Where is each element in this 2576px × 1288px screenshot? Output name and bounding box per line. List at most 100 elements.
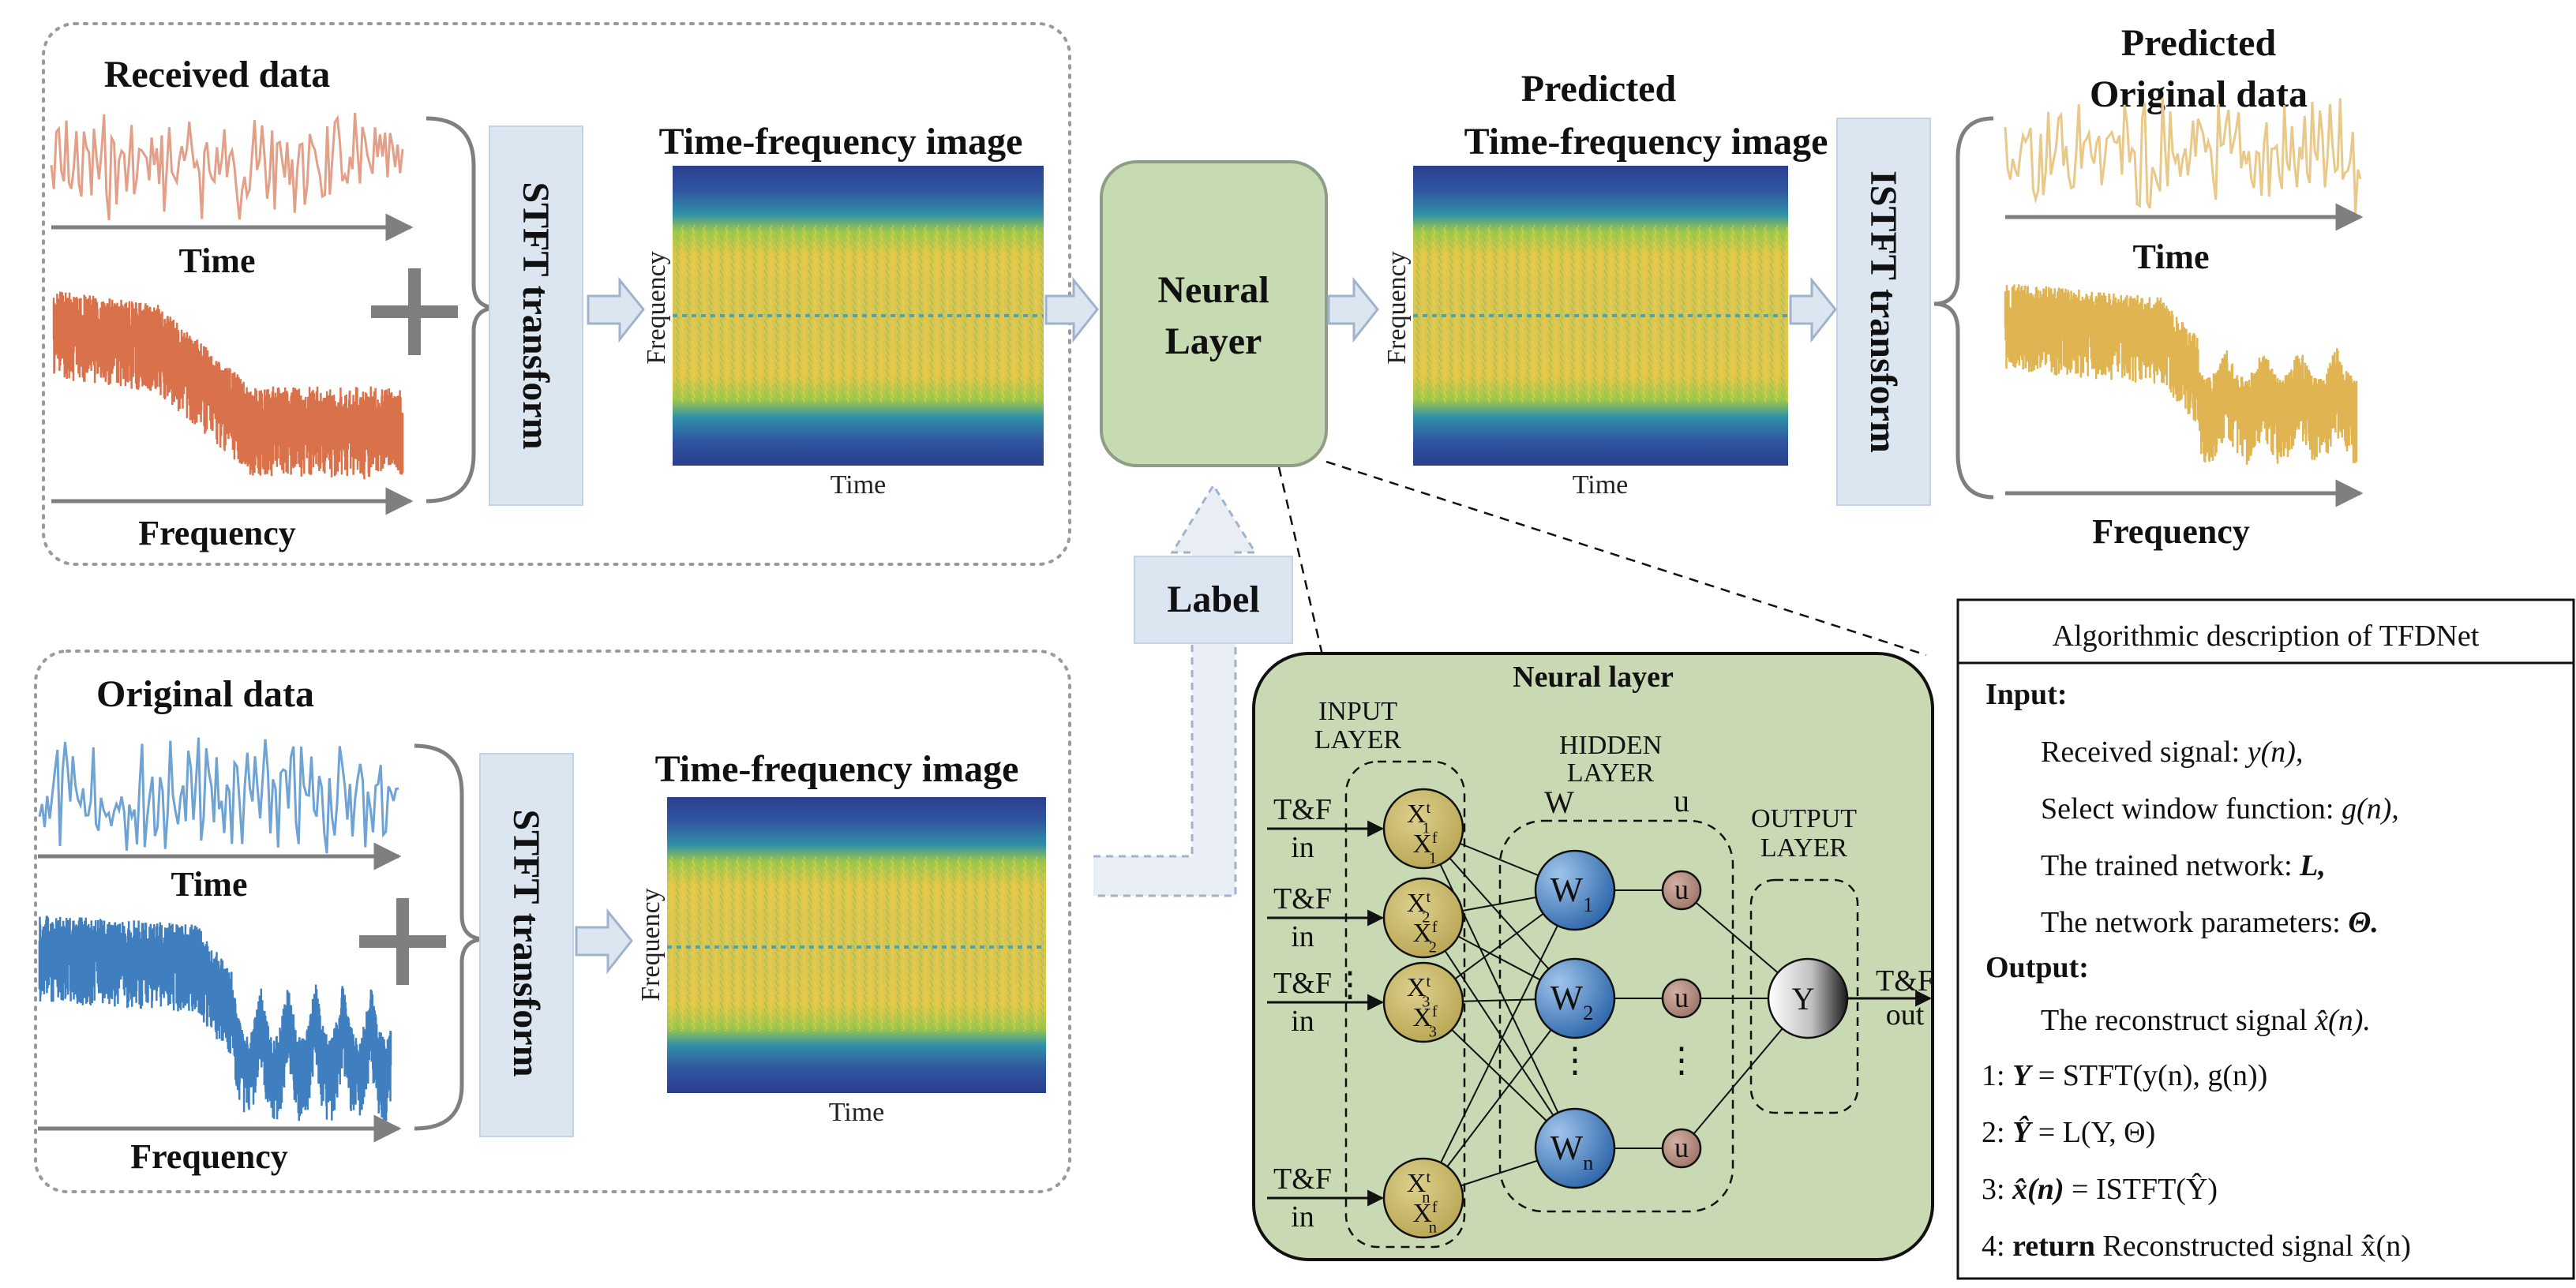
arrow-tf-to-neural (1044, 276, 1099, 343)
u-node-label: u (1674, 1132, 1689, 1163)
edge-input-hidden (1423, 998, 1576, 1199)
zoom-line-right (1325, 460, 1927, 657)
output-layer-line1: OUTPUT (1751, 804, 1857, 833)
predicted-tf-axis-x: Time (1573, 470, 1629, 500)
tf-in-line1: T&F (1273, 967, 1332, 1000)
u-node (1661, 978, 1702, 1019)
original-time-signal (38, 737, 399, 854)
original-time-label: Time (171, 865, 248, 904)
edge-input-hidden (1423, 889, 1576, 1199)
algorithm-input-heading: Input: (1985, 678, 2068, 711)
predicted-tf-axis-y: Frequency (1382, 251, 1412, 365)
algorithm-input-line: Received signal: y(n), (2041, 736, 2303, 769)
tf-axis-y-bottom: Frequency (636, 888, 666, 1002)
neural-label-line2: Layer (1165, 320, 1262, 362)
top-panel-frame (42, 22, 1071, 566)
tf-in-line2: in (1291, 1005, 1314, 1038)
algorithm-output-heading: Output: (1985, 951, 2089, 984)
label-box (1134, 556, 1293, 644)
plus-icon-top (371, 268, 458, 355)
tf-axis-x-bottom: Time (829, 1098, 885, 1127)
hidden-node (1534, 849, 1616, 931)
algorithm-steps: 1: Y = STFT(y(n), g(n))2: Ŷ = L(Y, Θ)3: … (1982, 1059, 2411, 1263)
hidden-node (1534, 957, 1616, 1039)
u-node (1661, 870, 1702, 911)
predicted-tf-title-line1: Predicted (1521, 68, 1677, 110)
edge-input-hidden (1423, 828, 1576, 1149)
input-layer-line1: INPUT (1318, 697, 1397, 726)
received-frequency-label: Frequency (138, 514, 296, 552)
vertical-dots-hidden: ⋮ (1558, 1041, 1592, 1080)
tf-in-line1: T&F (1273, 1163, 1332, 1196)
tf-out-line1: T&F (1876, 964, 1934, 998)
u-node-label: u (1674, 982, 1689, 1013)
tf-image-title-bottom: Time-frequency image (655, 748, 1019, 790)
label-arrow (1093, 483, 1258, 897)
predicted-frequency-spectrum (2004, 284, 2358, 465)
neural-layer-detail: Neural layer INPUT LAYER HIDDEN LAYER OU… (1252, 652, 1934, 1261)
tf-image-predicted (1413, 166, 1788, 466)
predicted-frequency-label: Frequency (2092, 512, 2250, 551)
stft-label-bottom: STFT transform (505, 809, 547, 1076)
hidden-node (1534, 1107, 1616, 1189)
tf-image-title-top: Time-frequency image (659, 121, 1023, 163)
algorithm-step: 4: return Reconstructed signal x̂(n) (1982, 1230, 2411, 1263)
predicted-time-signal (2004, 98, 2362, 214)
predicted-tf-title-line2: Time-frequency image (1464, 121, 1828, 163)
arrow-stft-to-tf-top (587, 276, 645, 343)
predicted-original-title-line2: Original data (2090, 73, 2308, 115)
arrow-neural-to-predicted (1327, 276, 1379, 343)
tf-in-line2: in (1291, 831, 1314, 864)
tf-axis-x-top: Time (831, 470, 887, 500)
algorithm-title: Algorithmic description of TFDNet (2053, 620, 2480, 653)
input-layer-line2: LAYER (1314, 725, 1402, 754)
input-node (1382, 877, 1464, 959)
brace-right (1933, 116, 1994, 500)
neural-detail-title: Neural layer (1513, 661, 1674, 694)
input-node (1382, 961, 1464, 1043)
neural-layer-box (1100, 160, 1328, 467)
predicted-time-label: Time (2133, 238, 2210, 276)
istft-label: ISTFT transform (1862, 170, 1904, 453)
tf-image-bottom (667, 797, 1046, 1093)
plus-icon-bottom (359, 898, 446, 985)
output-node (1767, 957, 1849, 1039)
received-frequency-spectrum (52, 291, 404, 480)
u-node (1661, 1128, 1702, 1169)
hidden-layer-frame (1498, 819, 1734, 1213)
bottom-panel-frame (34, 650, 1071, 1193)
algorithm-box: Algorithmic description of TFDNet Input:… (1956, 598, 2575, 1280)
original-frequency-label: Frequency (130, 1137, 288, 1176)
output-layer-line2: LAYER (1760, 833, 1848, 863)
algorithm-input-line: The trained network: L, (2041, 849, 2326, 882)
predicted-original-title-line1: Predicted (2121, 22, 2277, 64)
input-layer-frame (1344, 760, 1466, 1249)
algorithm-step: 1: Y = STFT(y(n), g(n)) (1982, 1059, 2267, 1092)
algorithm-output-line: The reconstruct signal x̂(n). (2041, 1004, 2371, 1037)
hidden-layer-line1: HIDDEN (1559, 731, 1662, 760)
edge-input-hidden (1423, 917, 1576, 1149)
input-node (1382, 788, 1464, 870)
neural-label-line1: Neural (1157, 269, 1269, 311)
tf-out-line2: out (1886, 998, 1925, 1032)
original-frequency-spectrum (38, 915, 392, 1121)
istft-box (1836, 118, 1931, 506)
algorithm-input-lines: Received signal: y(n),Select window func… (2041, 736, 2399, 939)
vertical-dots-input: ⋮ (1333, 965, 1367, 1004)
output-layer-frame (1749, 878, 1859, 1114)
received-time-label: Time (179, 242, 256, 280)
algorithm-frame (1956, 598, 2575, 1280)
hidden-node-label: Wn (1550, 1129, 1594, 1174)
original-data-label: Original data (96, 673, 314, 715)
stft-box-bottom (479, 753, 574, 1137)
input-node (1382, 1157, 1464, 1239)
received-data-label: Received data (104, 54, 331, 95)
tf-image-top (673, 166, 1044, 466)
